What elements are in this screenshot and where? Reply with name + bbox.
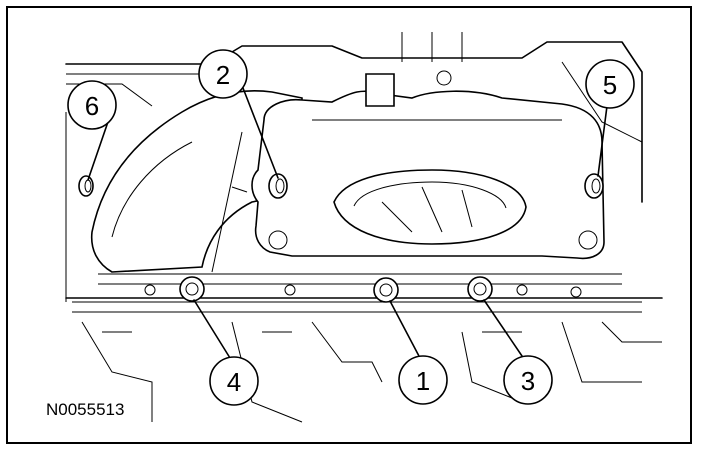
callout-6: 6 xyxy=(67,80,117,130)
callout-1-label: 1 xyxy=(416,366,430,396)
lower-rail xyxy=(98,273,622,298)
callout-3-label: 3 xyxy=(521,366,535,396)
leader-lines xyxy=(87,87,608,359)
callout-4: 4 xyxy=(209,356,259,406)
callout-2: 2 xyxy=(198,49,248,99)
callout-2-label: 2 xyxy=(216,60,230,90)
bolt-6 xyxy=(78,175,94,197)
bolt-3 xyxy=(467,276,493,302)
bolt-4 xyxy=(179,276,205,302)
bolt-2 xyxy=(268,173,288,199)
diagram-frame: 2 6 5 4 1 3 N0055513 xyxy=(6,6,692,444)
callout-1: 1 xyxy=(398,355,448,405)
callout-5-label: 5 xyxy=(603,70,617,100)
callout-4-label: 4 xyxy=(227,367,241,397)
engine-block-outline xyxy=(65,32,663,423)
callout-6-label: 6 xyxy=(85,91,99,121)
intake-elbow xyxy=(90,90,303,273)
callout-5: 5 xyxy=(585,59,635,109)
engine-diagram: 2 6 5 4 1 3 xyxy=(65,32,663,423)
figure-reference-code: N0055513 xyxy=(46,400,125,419)
callout-3: 3 xyxy=(503,355,553,405)
bolt-1 xyxy=(373,277,399,303)
bolt-5 xyxy=(584,173,604,199)
manifold-flange xyxy=(251,70,605,260)
